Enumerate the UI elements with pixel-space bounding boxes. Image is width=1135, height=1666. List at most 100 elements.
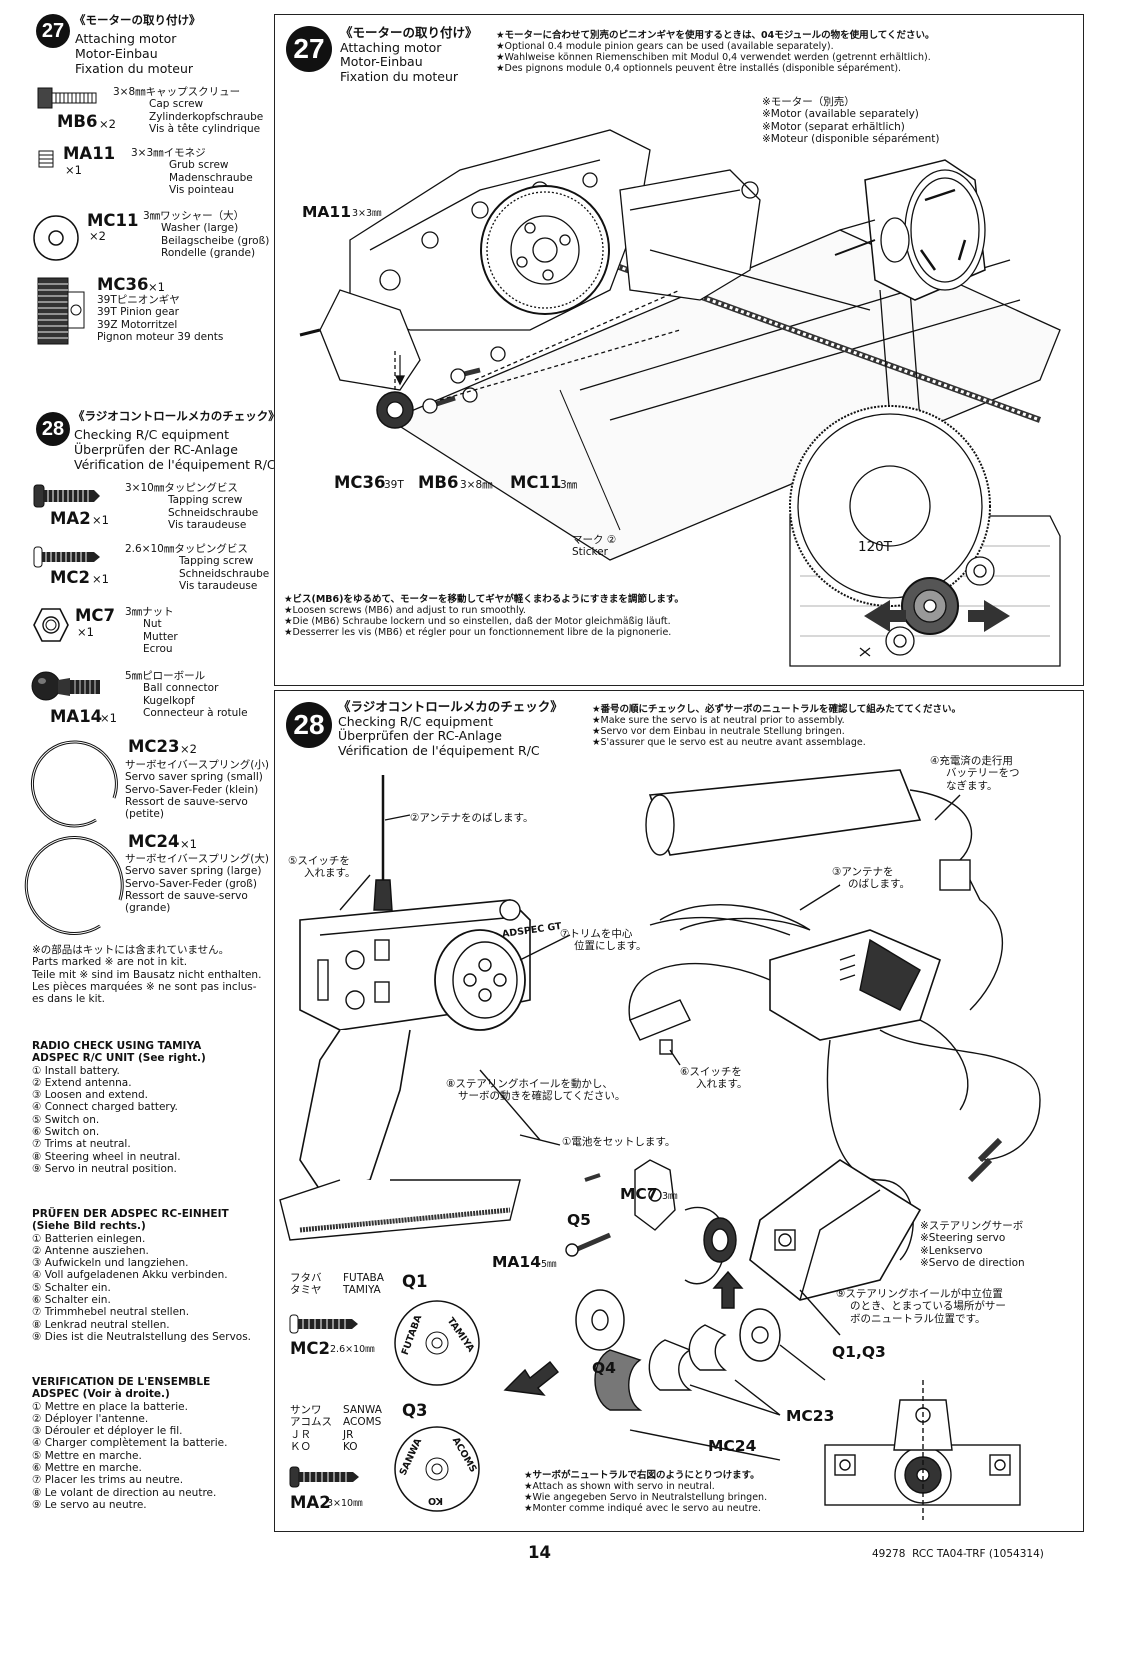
label-mb6-size: 3×8㎜ — [460, 479, 493, 491]
motor-label-line: ※Motor (available separately) — [762, 108, 919, 121]
radio-check-de-item: ⑧ Lenkrad neutral stellen. — [32, 1318, 170, 1331]
step-27-title-de: Motor-Einbau — [75, 46, 158, 61]
label-mb6: MB6 — [418, 473, 459, 492]
desc-line: Vis à tête cylindrique — [149, 122, 261, 135]
chassis-motor-drawing — [299, 129, 1061, 561]
desc-line: 3×3㎜イモネジ — [131, 147, 206, 159]
adjust-note-line: ★Desserrer les vis (MB6) et régler pour … — [284, 627, 672, 639]
desc-line: Schneidschraube — [179, 567, 270, 580]
panel-28-title: 《ラジオコントロールメカのチェック》 Checking R/C equipmen… — [338, 699, 563, 759]
desc-line: Vis pointeau — [169, 183, 235, 196]
servo-label-line: ※ステアリングサーボ — [920, 1220, 1024, 1232]
servo-label-line: ※Steering servo — [920, 1232, 1006, 1245]
panel-28-title-line: 《ラジオコントロールメカのチェック》 — [338, 699, 563, 714]
panel-27-notes: ★モーターに合わせて別売のピニオンギヤを使用するときは、04モジュールの物を使用… — [496, 30, 935, 74]
servo-label-line: ※Servo de direction — [920, 1256, 1025, 1269]
panel-27-title: 《モーターの取り付け》 Attaching motor Motor-Einbau… — [340, 25, 478, 85]
radio-check-fr-item: ① Mettre en place la batterie. — [32, 1400, 188, 1413]
servo-horn-disk-futaba — [394, 1300, 480, 1386]
desc-line: Madenschraube — [169, 171, 253, 184]
radio-check-fr-item: ⑤ Mettre en marche. — [32, 1449, 142, 1462]
desc-line: Vis taraudeuse — [168, 518, 247, 531]
panel-27-title-line: Fixation du moteur — [340, 68, 459, 84]
cap-screw-icon — [37, 87, 97, 109]
attach-note-line: ★Attach as shown with servo in neutral. — [524, 1481, 715, 1493]
label-mc7: MC7 — [620, 1185, 658, 1203]
attach-note-line: ★サーボがニュートラルで右図のようにとりつけます。 — [524, 1470, 760, 1481]
nut-icon — [33, 608, 69, 642]
part-code-mc2: MC2 — [50, 568, 91, 587]
part-desc-mc2: 2.6×10㎜タッピングビス Tapping screw Schneidschr… — [125, 543, 269, 592]
radio-check-de-item: ① Batterien einlegen. — [32, 1232, 146, 1245]
label-mc36-size: 39T — [384, 479, 404, 491]
desc-line: Mutter — [143, 630, 178, 643]
part-qty-mb6: ×2 — [99, 117, 116, 131]
desc-line: 3×10㎜タッピングビス — [125, 482, 238, 494]
callout-line: のとき、とまっている場所がサー — [850, 1300, 1006, 1313]
radio-check-en-item: ④ Connect charged battery. — [32, 1101, 178, 1114]
desc-line: Ecrou — [143, 642, 173, 655]
callout-1-battery: ①電池をセットします。 — [562, 1136, 676, 1148]
servo-horn-disk-sanwa — [394, 1426, 480, 1512]
desc-line: Grub screw — [169, 159, 229, 172]
brand-group-2-en: SANWA ACOMS JR KO — [343, 1404, 382, 1453]
brand-line: KO — [343, 1440, 358, 1453]
radio-check-en-item: ⑤ Switch on. — [32, 1113, 100, 1126]
note-line: Parts marked ※ are not in kit. — [32, 956, 188, 969]
callout-line: なぎます。 — [946, 779, 998, 792]
brand-line: JR — [343, 1428, 354, 1441]
panel-27-note-line: ★Optional 0.4 module pinion gears can be… — [496, 41, 834, 53]
callout-6-switch: ⑥スイッチを 入れます。 — [680, 1066, 747, 1091]
brand-group-2-ja: サンワ アコムス ＪＲ ＫＯ — [290, 1404, 332, 1453]
callout-7-trim: ⑦トリムを中心 位置にします。 — [560, 928, 646, 953]
sticker-label: マーク ② Sticker — [572, 534, 616, 559]
step-27-title-ja: 《モーターの取り付け》 — [74, 13, 201, 27]
desc-line: Servo saver spring (small) — [125, 771, 263, 784]
radio-check-en-item: ① Install battery. — [32, 1064, 120, 1077]
brand-line: FUTABA — [343, 1272, 384, 1284]
panel-28-note-line: ★Make sure the servo is at neutral prior… — [592, 715, 845, 727]
part-desc-ma2: 3×10㎜タッピングビス Tapping screw Schneidschrau… — [125, 482, 258, 531]
desc-line: 3×8㎜キャップスクリュー — [113, 86, 241, 98]
servo-saver-spring-small-icon — [30, 740, 118, 828]
radio-check-en-item: ② Extend antenna. — [32, 1076, 132, 1089]
brand-line: アコムス — [290, 1416, 332, 1429]
adjust-note-line: ★ビス(MB6)をゆるめて、モーターを移動してギヤが軽くまわるようにすきまを調節… — [284, 594, 684, 605]
desc-line: サーボセイバースプリング(小) — [125, 759, 269, 771]
label-q1: Q1 — [402, 1272, 428, 1291]
sticker-line: マーク ② — [572, 534, 617, 546]
part-desc-mc7: 3㎜ナット Nut Mutter Ecrou — [125, 606, 178, 655]
panel-28-title-line: Vérification de l'équipement R/C — [338, 742, 540, 758]
pinion-gear-icon — [37, 277, 85, 345]
desc-line: 3㎜ワッシャー（大） — [143, 210, 245, 222]
servo-label-line: ※Lenkservo — [920, 1244, 983, 1257]
part-desc-ma11: 3×3㎜イモネジ Grub screw Madenschraube Vis po… — [131, 147, 253, 196]
page-number: 14 — [528, 1543, 551, 1562]
radio-check-fr-item: ⑦ Placer les trims au neutre. — [32, 1474, 184, 1487]
part-desc-mc24: サーボセイバースプリング(大) Servo saver spring (larg… — [125, 853, 269, 914]
label-mc36: MC36 — [334, 473, 386, 492]
radio-check-en-item: ⑦ Trims at neutral. — [32, 1138, 131, 1151]
callout-9-neutral: ⑨ステアリングホイールが中立位置 のとき、とまっている場所がサー ボのニュートラ… — [836, 1288, 1006, 1325]
desc-line: Beilagscheibe (groß) — [161, 234, 270, 247]
desc-line: Pignon moteur 39 dents — [97, 330, 224, 343]
desc-line: Ball connector — [143, 682, 219, 695]
label-ma14: MA14 — [492, 1253, 541, 1271]
part-code-mc23: MC23 — [128, 737, 180, 756]
radio-check-de-item: ③ Aufwickeln und langziehen. — [32, 1257, 189, 1270]
gear-mesh-detail — [789, 405, 1061, 667]
panel-28-title-line: Checking R/C equipment — [338, 713, 493, 729]
radio-check-de: PRÜFEN DER ADSPEC RC-EINHEIT (Siehe Bild… — [32, 1208, 251, 1343]
desc-line: Kugelkopf — [143, 694, 195, 707]
mc2-screw-icon — [289, 1314, 358, 1334]
part-code-mc24: MC24 — [128, 832, 180, 851]
brand-line: サンワ — [290, 1404, 322, 1416]
brand-group-1-en: FUTABA TAMIYA — [343, 1272, 384, 1297]
desc-line: Tapping screw — [168, 494, 243, 507]
panel-28-number: 28 — [293, 709, 325, 740]
label-q5: Q5 — [567, 1211, 591, 1229]
brand-line: フタバ — [290, 1272, 322, 1284]
desc-line: Servo-Saver-Feder (klein) — [125, 783, 259, 796]
brand-line: タミヤ — [290, 1284, 322, 1297]
radio-check-de-title: (Siehe Bild rechts.) — [32, 1220, 146, 1233]
